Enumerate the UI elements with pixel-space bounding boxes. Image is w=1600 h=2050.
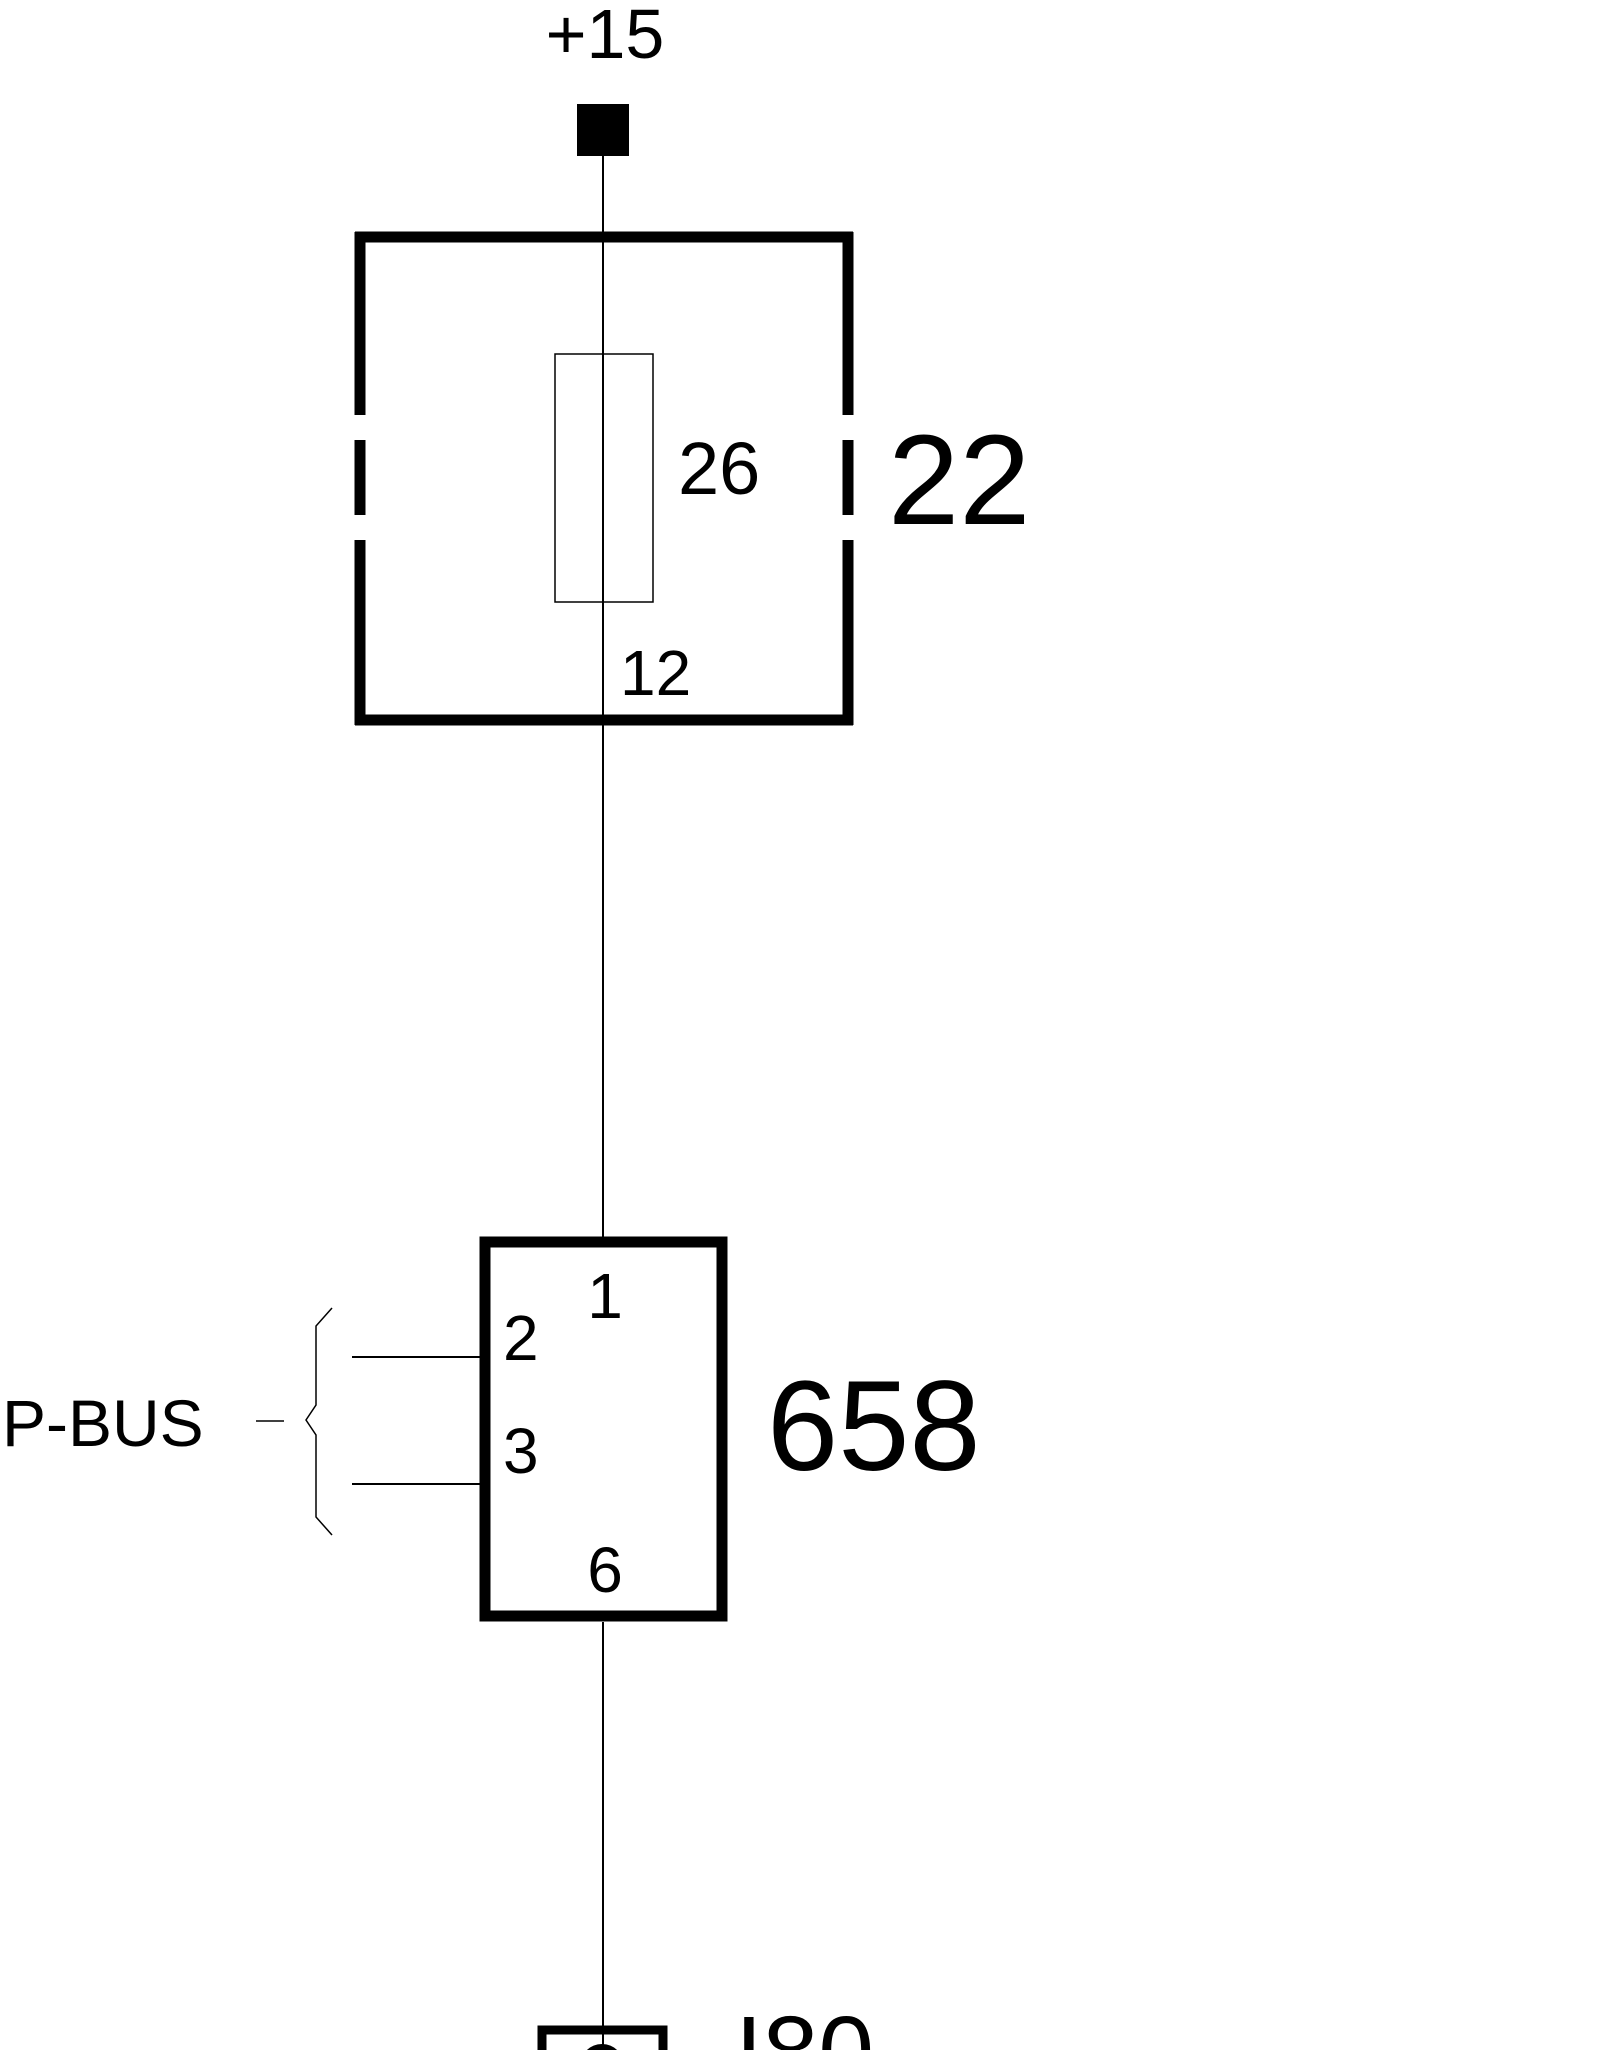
bus-label: P-BUS bbox=[2, 1386, 204, 1460]
supply-terminal bbox=[577, 104, 629, 156]
ground-connector-box bbox=[537, 2025, 668, 2050]
module-box bbox=[479, 1236, 728, 1622]
supply-label: +15 bbox=[546, 0, 665, 73]
module-pin-top: 1 bbox=[587, 1260, 623, 1332]
ground-connector-dot bbox=[586, 2044, 618, 2050]
module-id: 658 bbox=[767, 1355, 981, 1498]
module-pin-bottom: 6 bbox=[587, 1534, 623, 1606]
module-pin-bus-a: 2 bbox=[503, 1302, 539, 1374]
fuse-number: 26 bbox=[678, 427, 760, 510]
ground-point-label: I80 bbox=[735, 1996, 874, 2050]
fuse-box bbox=[354, 231, 854, 726]
bus-brace bbox=[305, 1307, 333, 1536]
fuse-box-pin-label: 12 bbox=[620, 637, 691, 709]
fuse-box-id: 22 bbox=[888, 409, 1030, 552]
module-pin-bus-b: 3 bbox=[503, 1415, 539, 1487]
fuse-symbol bbox=[554, 353, 654, 603]
